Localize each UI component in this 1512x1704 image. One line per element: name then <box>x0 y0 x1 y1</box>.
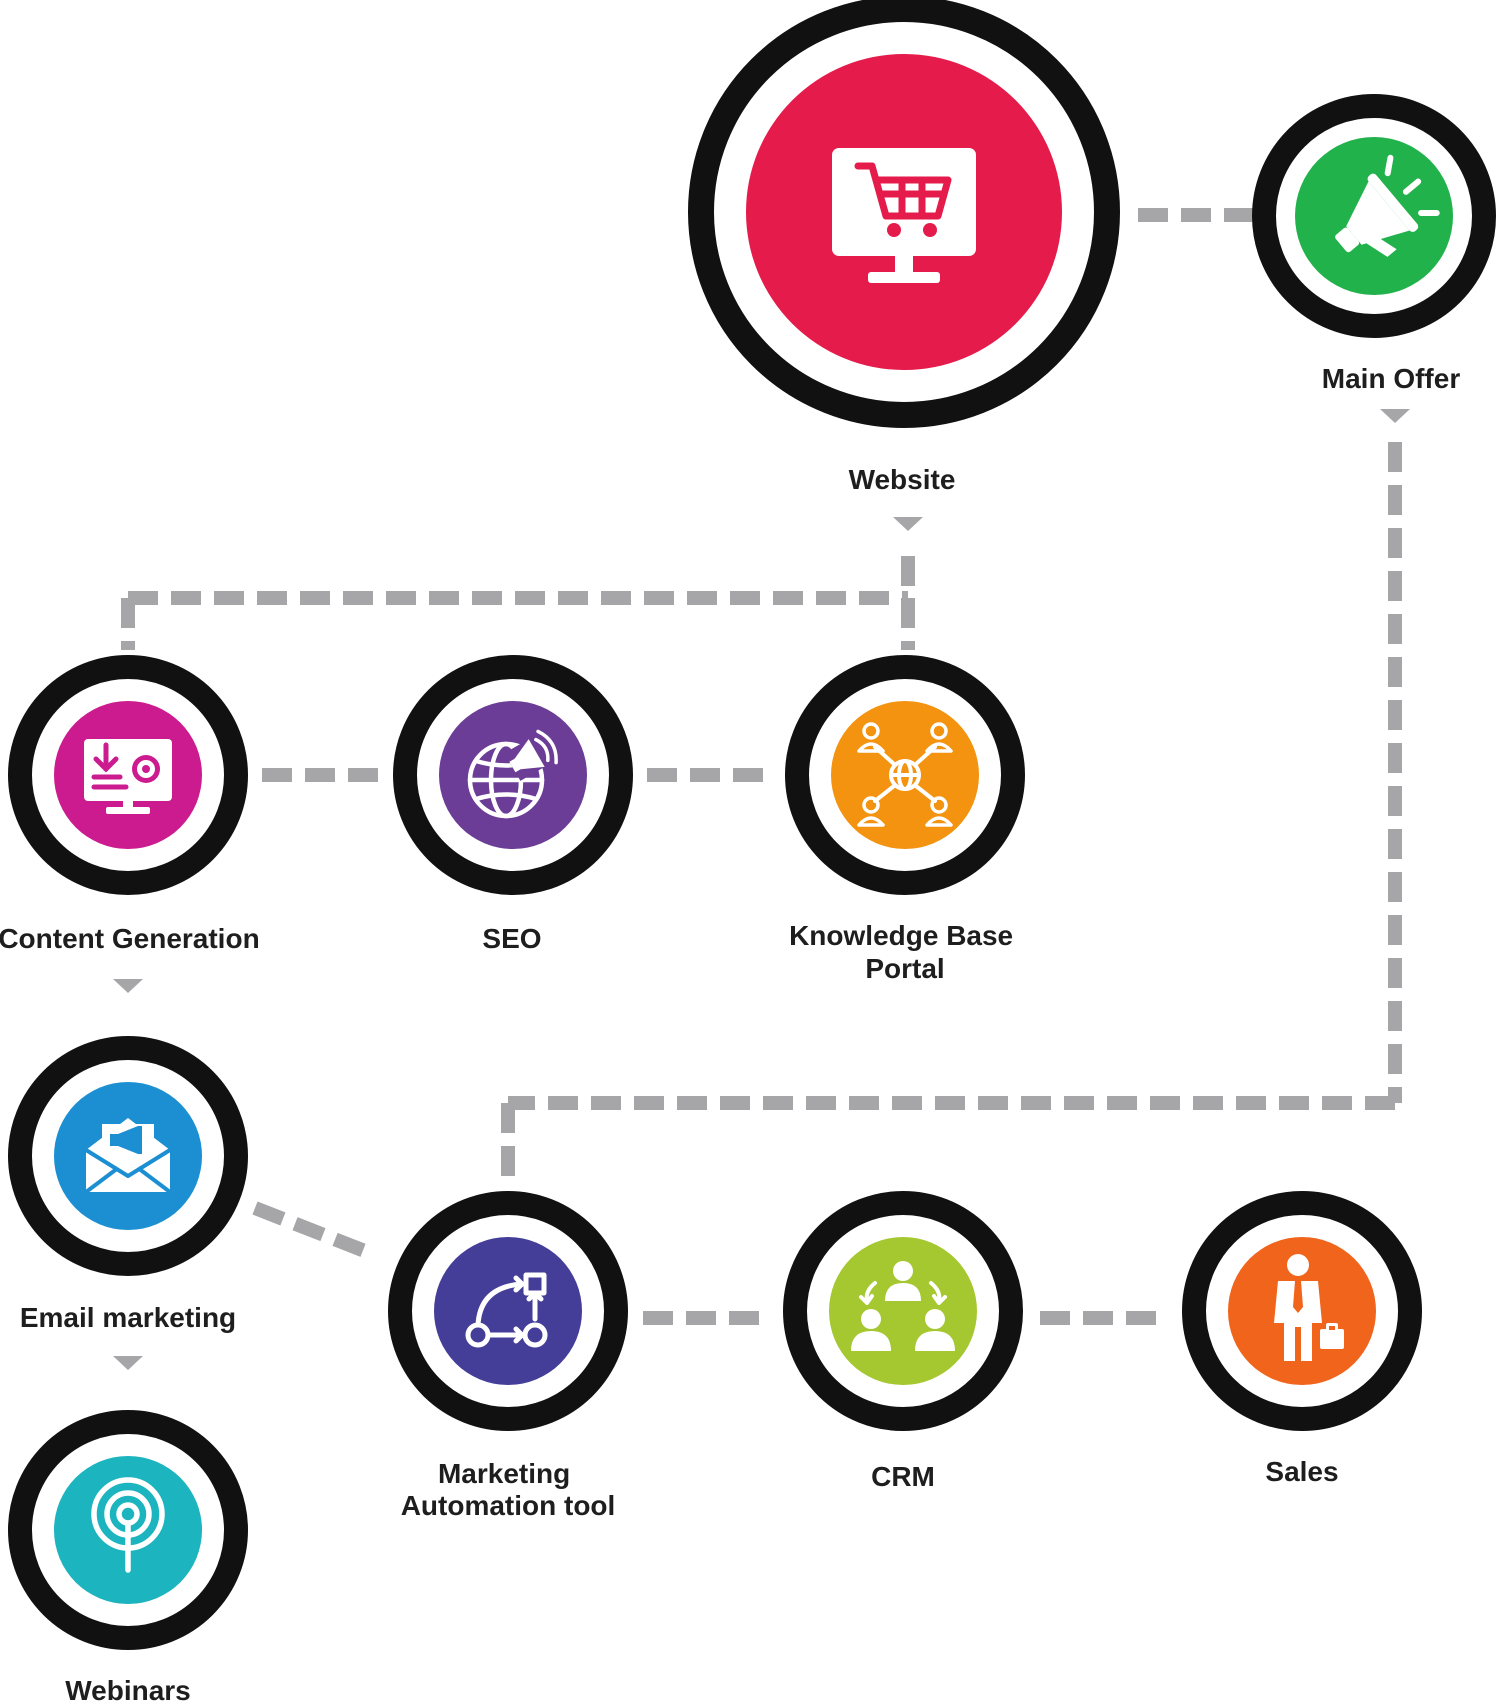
node-disc <box>829 1237 977 1385</box>
label-crm: CRM <box>871 1461 935 1492</box>
node-email-marketing[interactable] <box>8 1036 248 1276</box>
team-meeting-icon <box>851 1261 955 1351</box>
node-sales[interactable] <box>1182 1191 1422 1431</box>
label-website: Website <box>849 464 956 495</box>
person-br <box>925 796 953 827</box>
node-crm[interactable] <box>783 1191 1023 1431</box>
node-webinars[interactable] <box>8 1410 248 1650</box>
label-knowledge-base-portal: Knowledge Base Portal <box>789 920 1021 984</box>
node-content-generation[interactable] <box>8 655 248 895</box>
node-main-offer[interactable] <box>1252 94 1496 338</box>
cart-mark <box>854 162 952 220</box>
label-main-offer: Main Offer <box>1322 363 1461 394</box>
node-seo[interactable] <box>393 655 633 895</box>
arrow-down-email <box>113 1356 143 1370</box>
connector-email-automation <box>252 1201 378 1262</box>
businessman-briefcase-icon <box>1274 1254 1344 1361</box>
label-marketing-automation-tool: Marketing Automation tool <box>401 1458 616 1521</box>
arrow-down-main-offer <box>1380 409 1410 423</box>
connectors <box>121 208 1402 1325</box>
label-email-marketing: Email marketing <box>20 1302 236 1333</box>
workflow-icon <box>465 1272 548 1348</box>
node-website[interactable] <box>688 0 1120 428</box>
labels: Website Main Offer Content Generation SE… <box>0 363 1460 1704</box>
label-sales: Sales <box>1265 1456 1338 1487</box>
node-disc <box>434 1237 582 1385</box>
monitor-download-gear-icon <box>84 739 172 814</box>
label-seo: SEO <box>482 923 541 954</box>
arrows <box>113 409 1410 1370</box>
label-webinars: Webinars <box>65 1675 191 1704</box>
person-tl <box>857 722 885 753</box>
megaphone-icon <box>1335 154 1440 257</box>
envelope-megaphone-icon <box>84 1118 172 1194</box>
node-knowledge-base-portal[interactable] <box>785 655 1025 895</box>
label-content-generation: Content Generation <box>0 923 260 954</box>
person-bl <box>857 796 885 827</box>
network-people-icon <box>857 722 953 827</box>
shopping-cart-monitor-icon <box>832 148 976 283</box>
globe-megaphone-icon <box>467 729 559 819</box>
arrow-down-content <box>113 979 143 993</box>
arrow-down-website <box>893 517 923 531</box>
broadcast-antenna-icon <box>91 1477 165 1573</box>
node-marketing-automation-tool[interactable] <box>388 1191 628 1431</box>
person-tr <box>925 722 953 753</box>
node-disc <box>439 701 587 849</box>
